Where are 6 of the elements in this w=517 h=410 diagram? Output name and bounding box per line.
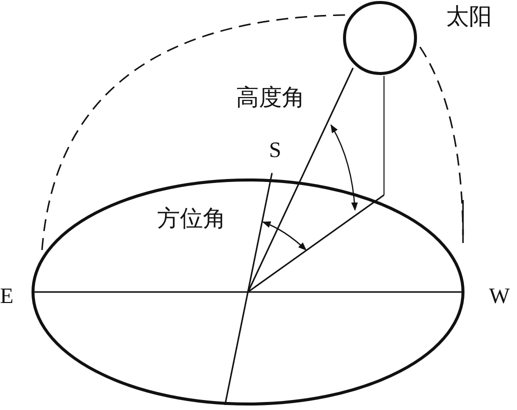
azimuth-angle-label: 方位角	[157, 207, 226, 230]
direction-label: E	[0, 285, 14, 307]
direction-label: W	[489, 285, 510, 307]
altitude-angle-label: 高度角	[236, 86, 305, 109]
direction-label: S	[269, 139, 282, 161]
sun-label: 太阳	[446, 5, 492, 28]
